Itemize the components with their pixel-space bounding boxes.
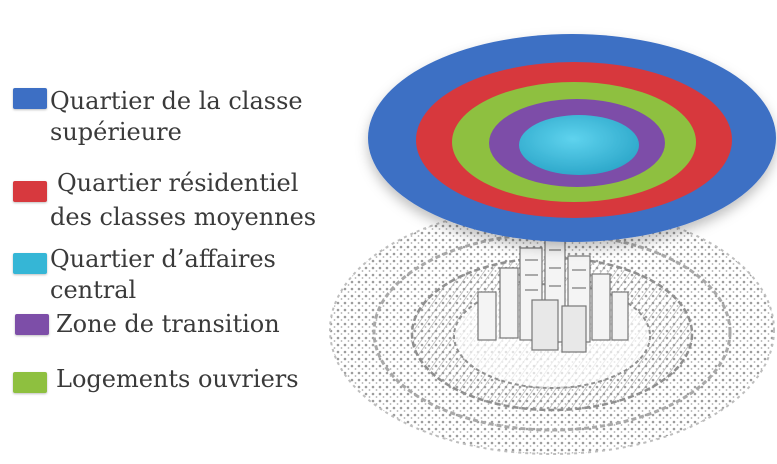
cyan-swatch-icon <box>13 253 47 274</box>
red-swatch-icon <box>13 181 47 202</box>
blue-swatch-icon <box>13 88 47 109</box>
ring-business-district <box>519 115 639 175</box>
zone-disc <box>368 34 776 242</box>
skyscrapers <box>477 235 629 353</box>
legend-label: Quartier de la classe <box>50 87 303 115</box>
legend-label: Logements ouvriers <box>56 365 299 393</box>
legend-label: supérieure <box>50 118 182 146</box>
legend-label: Quartier d’affaires <box>50 245 276 273</box>
purple-swatch-icon <box>15 314 49 335</box>
legend-label: des classes moyennes <box>50 203 317 231</box>
legend-label: Zone de transition <box>56 310 280 338</box>
legend-label: Quartier résidentiel <box>57 169 299 197</box>
green-swatch-icon <box>13 372 47 393</box>
city-sketch <box>329 205 775 455</box>
legend-label: central <box>50 276 137 304</box>
